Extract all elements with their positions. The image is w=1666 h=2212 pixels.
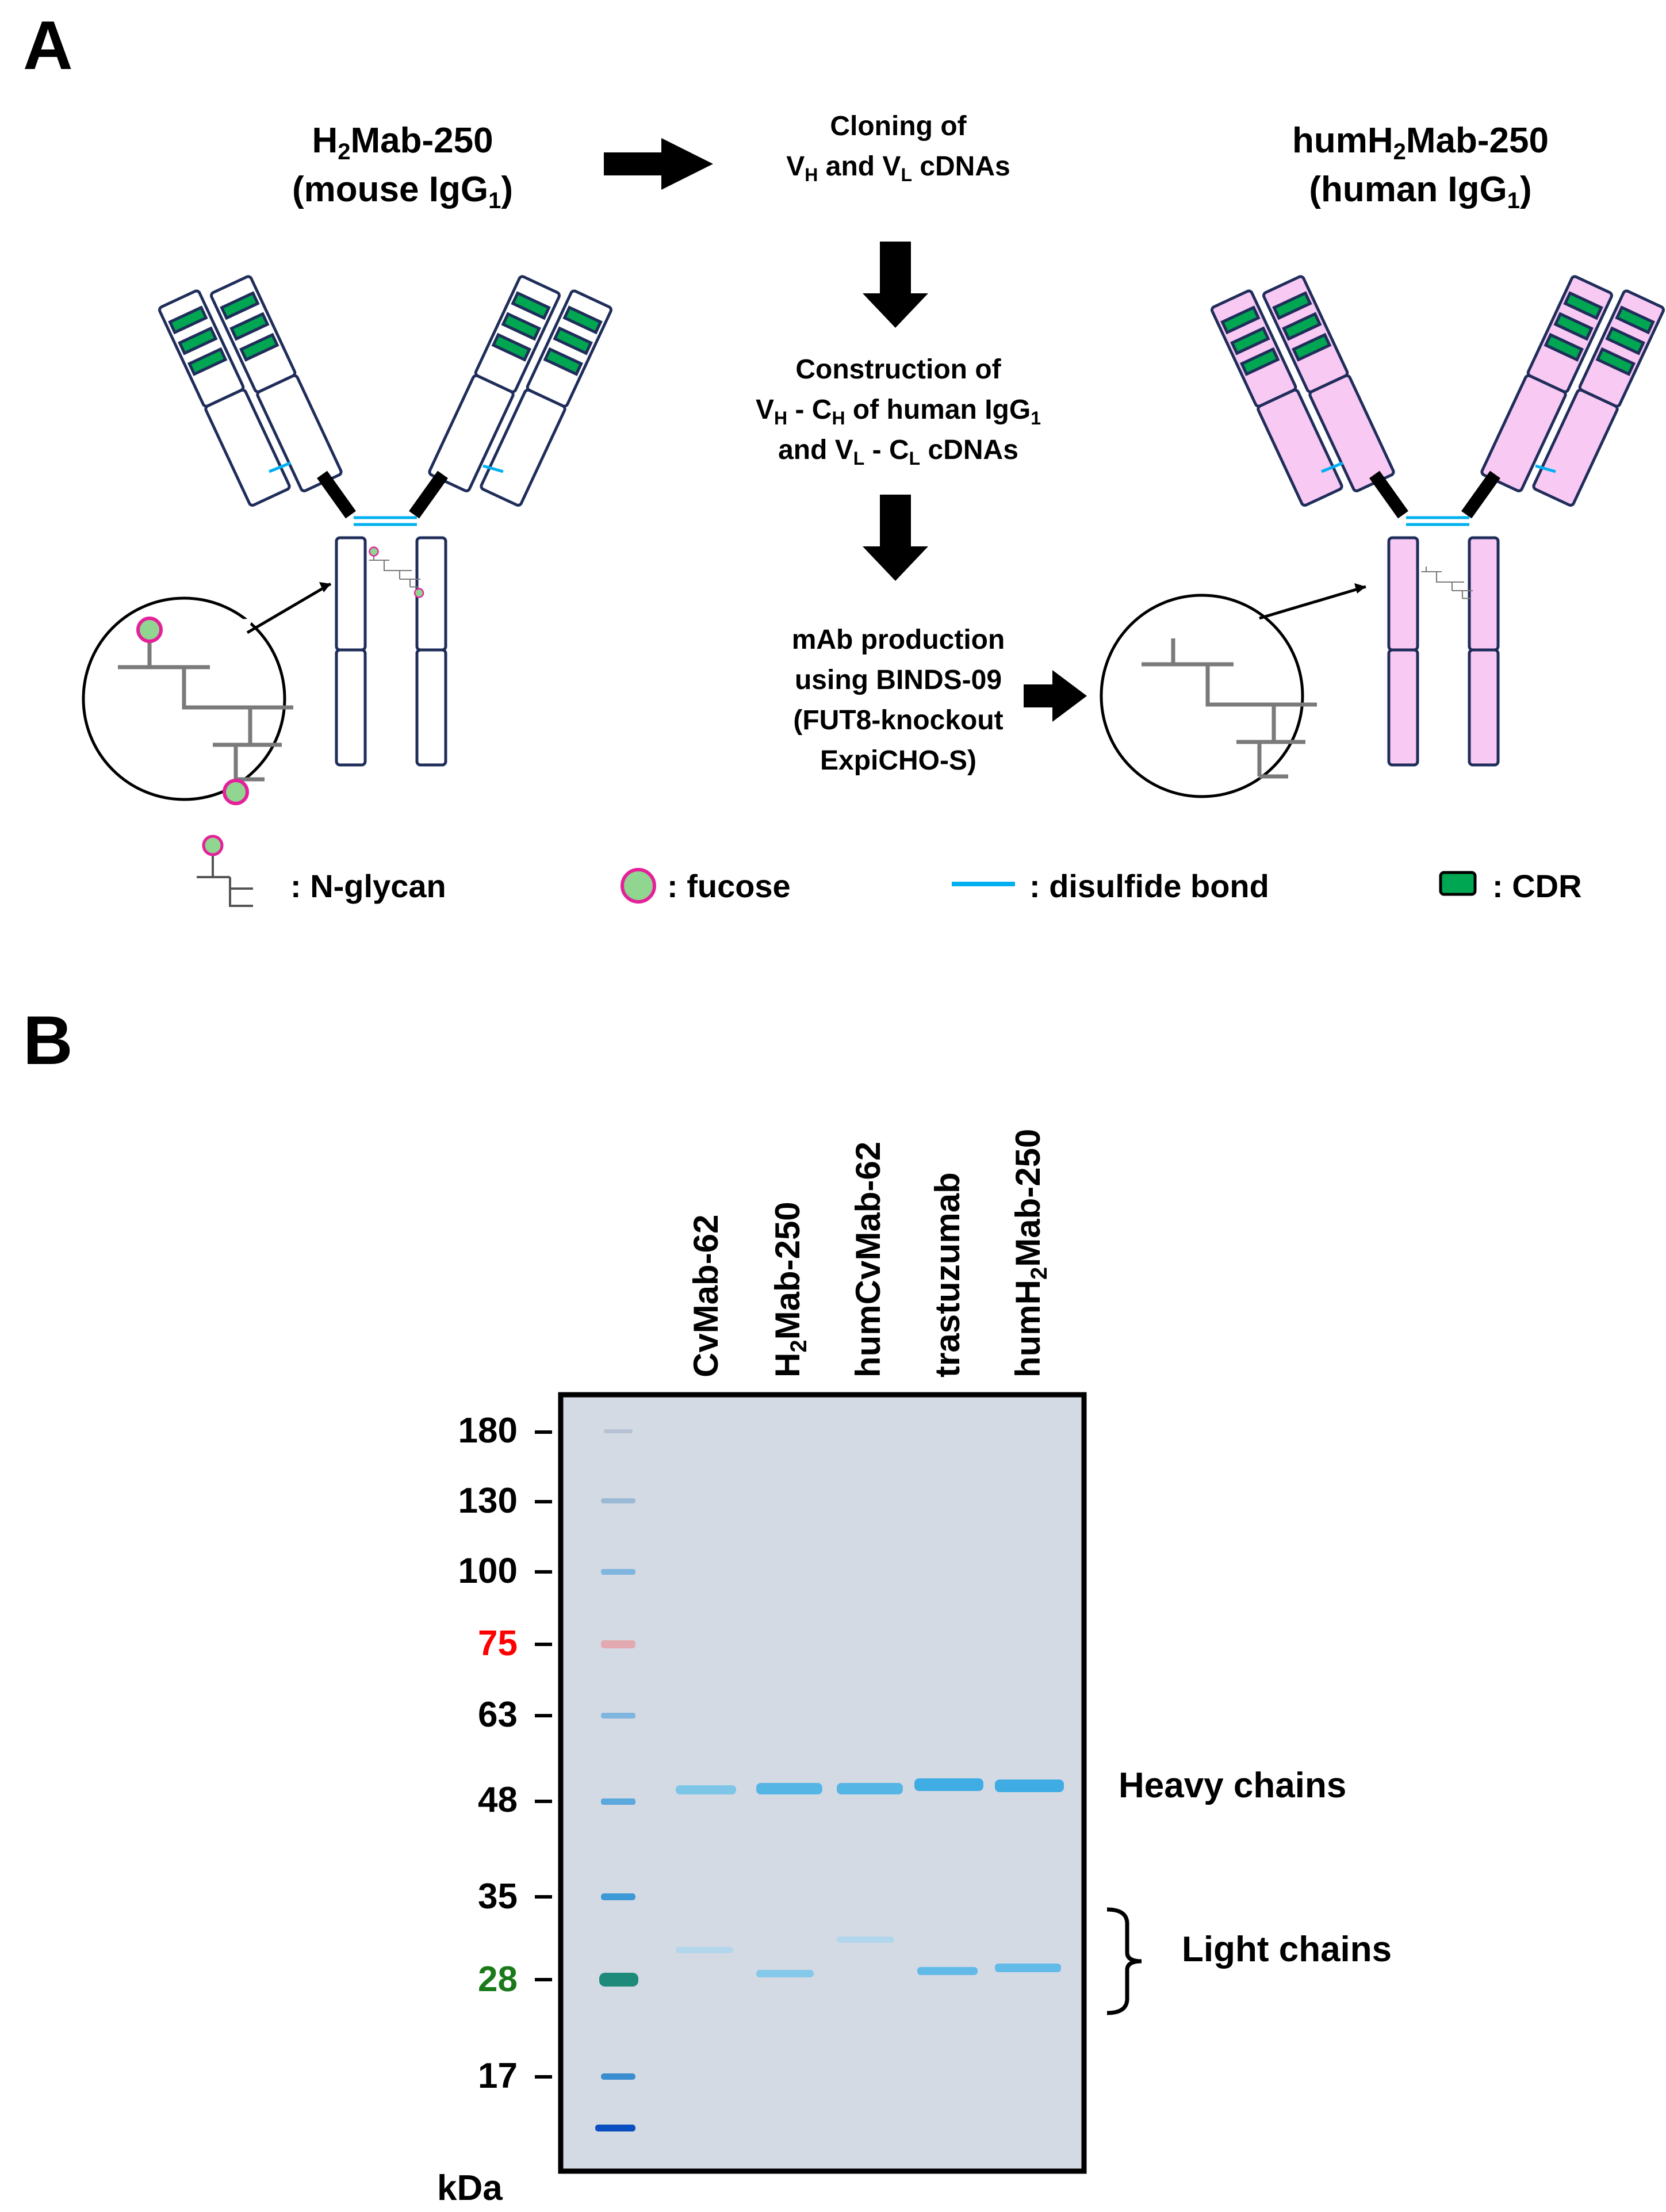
legend-cdr-label: : CDR — [1492, 868, 1582, 904]
arrow-right-1 — [604, 138, 713, 190]
light-chains-label: Light chains — [1182, 1930, 1392, 1969]
panel-label-a: A — [23, 7, 73, 84]
light-chains-bracket — [1106, 1907, 1142, 2015]
legend-fucose-icon — [621, 868, 656, 904]
arrow-down-1 — [863, 242, 928, 328]
mouse-antibody-diagram — [158, 275, 612, 767]
legend-cdr-icon — [1439, 871, 1477, 896]
marker-label-130: 130 — [458, 1481, 518, 1521]
step1-line2: VH and VL cDNAs — [786, 151, 1010, 185]
lane-label-3: humCvMab-62 — [849, 1142, 887, 1377]
mouse-antibody-name: H2Mab-250 — [312, 121, 493, 164]
heavy-chain-bands — [676, 1778, 1064, 1794]
marker-label-48: 48 — [478, 1780, 518, 1820]
step2-line3: and VL - CL cDNAs — [778, 435, 1018, 469]
lane-label-4: trastuzumab — [928, 1172, 967, 1377]
lane-label-2: H2Mab-250 — [768, 1201, 811, 1377]
marker-axis: 180 130 100 75 63 48 35 28 17 — [458, 1411, 552, 2096]
marker-unit: kDa — [437, 2168, 503, 2208]
light-chain-bands — [676, 1937, 1061, 1977]
human-antibody-name: humH2Mab-250 — [1292, 121, 1549, 164]
human-antibody-diagram — [1211, 275, 1665, 767]
ladder-bands — [595, 1429, 638, 2131]
human-isotype: (human IgG1) — [1309, 170, 1531, 213]
mouse-fc-glycan — [368, 546, 424, 598]
step1-line1: Cloning of — [830, 111, 967, 141]
mouse-glycan-zoom — [82, 582, 332, 805]
step3-line3: (FUT8-knockout — [793, 705, 1003, 736]
human-fc-glycan — [1420, 565, 1474, 599]
legend-fucose-label: : fucose — [667, 868, 791, 904]
legend-disulfide-label: : disulfide bond — [1029, 868, 1269, 904]
gel-image — [558, 1392, 1087, 2174]
marker-label-35: 35 — [478, 1877, 518, 1916]
step2-line1: Construction of — [795, 354, 1001, 385]
step3-line4: ExpiCHO-S) — [820, 745, 976, 776]
legend-nglycan-label: : N-glycan — [290, 868, 446, 904]
panel-label-b: B — [23, 1002, 73, 1079]
marker-label-75: 75 — [478, 1624, 518, 1663]
marker-label-180: 180 — [458, 1411, 518, 1451]
arrow-down-2 — [863, 495, 928, 581]
arrow-right-2 — [1024, 670, 1087, 722]
marker-label-28: 28 — [478, 1960, 518, 1999]
lane-label-5: humH2Mab-250 — [1009, 1129, 1052, 1377]
step3-line1: mAb production — [792, 625, 1005, 655]
marker-label-100: 100 — [458, 1551, 518, 1591]
step3-line2: using BINDS-09 — [795, 665, 1002, 695]
heavy-chains-label: Heavy chains — [1119, 1766, 1346, 1805]
legend-nglycan-icon — [197, 835, 253, 907]
mouse-isotype: (mouse IgG1) — [292, 170, 513, 213]
step2-line2: VH - CH of human IgG1 — [756, 395, 1041, 428]
marker-label-63: 63 — [478, 1695, 518, 1735]
human-glycan-zoom — [1100, 583, 1366, 798]
marker-label-17: 17 — [478, 2056, 518, 2096]
lane-label-1: CvMab-62 — [687, 1215, 725, 1377]
legend: : N-glycan : fucose : disulfide bond : C… — [197, 835, 1582, 907]
